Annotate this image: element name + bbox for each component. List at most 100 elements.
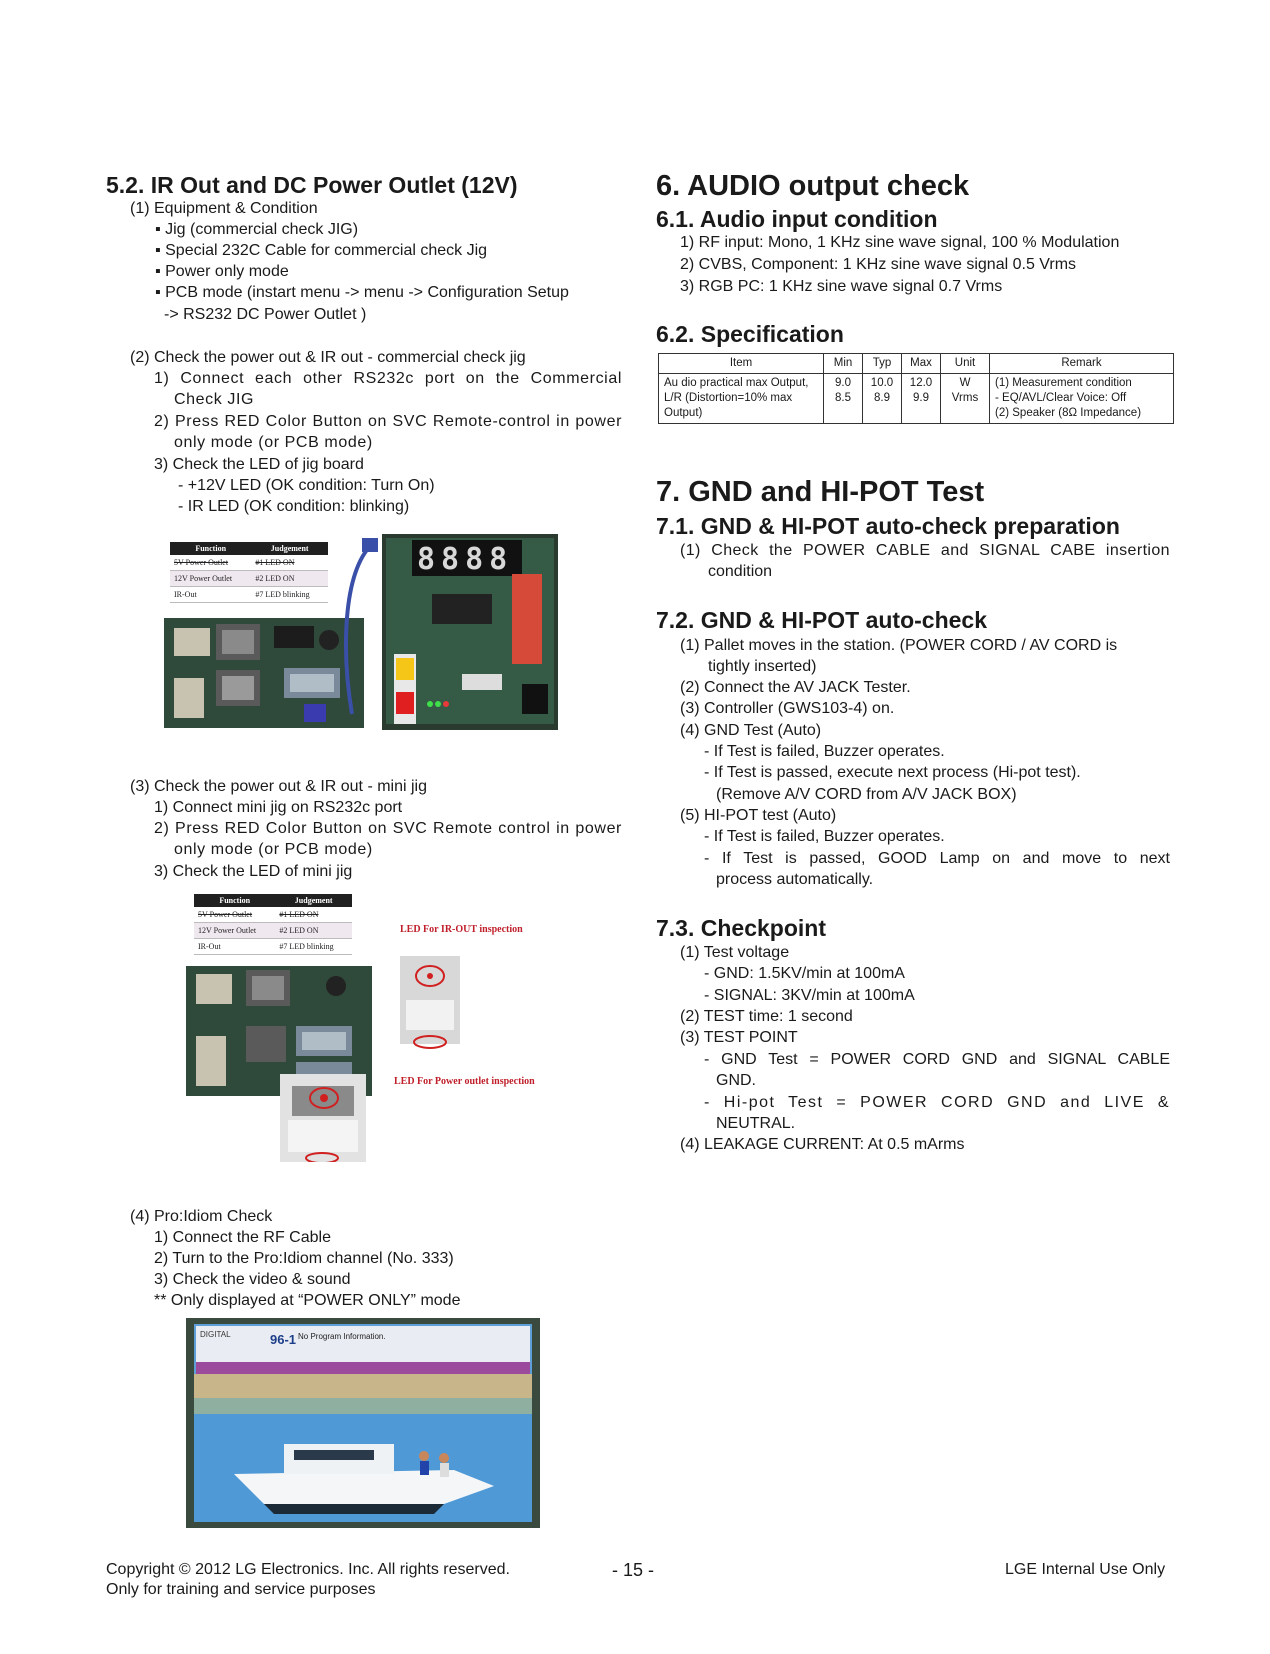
jig-table-cell: 12V Power Outlet [194, 922, 276, 939]
spec-header-unit: Unit [940, 353, 990, 374]
checkpoint-1b: - SIGNAL: 3KV/min at 100mA [704, 987, 915, 1004]
jig-table-header: Judgement [251, 542, 328, 555]
tv-digital-badge: DIGITAL [200, 1330, 231, 1339]
jig-table-cell: #7 LED blinking [251, 586, 328, 603]
section-7-3-title: 7.3. Checkpoint [656, 915, 826, 941]
mini-jig-side-photo [280, 1074, 366, 1162]
jig-table-cell: #1 LED ON [251, 555, 328, 571]
checkpoint-1a: - GND: 1.5KV/min at 100mA [704, 965, 905, 982]
checkpoint-3: (3) TEST POINT [680, 1029, 798, 1046]
spec-value: Vrms [951, 392, 979, 404]
mini-jig-board-photo [186, 966, 372, 1096]
section-7-2-title: 7.2. GND & HI-POT auto-check [656, 607, 988, 633]
mini-jig-photo: Function Judgement 5V Power Outlet #1 LE… [186, 890, 546, 1162]
section-7-1-title: 7.1. GND & HI-POT auto-check preparation [656, 513, 1120, 539]
equipment-item: -> RS232 DC Power Outlet ) [164, 306, 367, 323]
spec-cell-unit: W Vrms [940, 373, 990, 424]
check-3-step-1: 1) Connect mini jig on RS232c port [154, 799, 403, 816]
spec-header-max: Max [901, 353, 941, 374]
jig-table-header: Function [170, 542, 252, 555]
spec-cell-item: Au dio practical max Output, L/R (Distor… [658, 373, 824, 424]
auto-check-step-1: (1) Pallet moves in the station. (POWER … [680, 637, 1118, 654]
check-4-step-2: 2) Turn to the Pro:Idiom channel (No. 33… [154, 1250, 454, 1267]
equipment-item: ▪ PCB mode (instart menu -> menu -> Conf… [155, 284, 569, 301]
check-2-step-3b: - IR LED (OK condition: blinking) [178, 498, 410, 515]
commercial-jig-photo: Function Judgement 5V Power Outlet #1 LE… [162, 534, 560, 730]
tv-channel-number: 96-1 [270, 1332, 297, 1347]
spec-item-line: L/R (Distortion=10% max [664, 392, 793, 404]
spec-value: 9.0 [835, 377, 851, 389]
check-4-step-3: 3) Check the video & sound [154, 1271, 351, 1288]
spec-header-item: Item [658, 353, 824, 374]
tv-program-info: No Program Information. [298, 1332, 386, 1341]
check-4-note: ** Only displayed at “POWER ONLY” mode [154, 1292, 461, 1309]
jig-board-photo [382, 534, 558, 730]
spec-cell-remark: (1) Measurement condition - EQ/AVL/Clear… [989, 373, 1174, 424]
section-6-title: 6. AUDIO output check [656, 170, 970, 202]
section-6-1-title: 6.1. Audio input condition [656, 206, 938, 232]
led-power-outlet-label: LED For Power outlet inspection [394, 1076, 535, 1087]
check-2-step-3: 3) Check the LED of jig board [154, 456, 364, 473]
jig-table-cell: IR-Out [170, 586, 252, 603]
jig-7segment-display: 8888 [417, 542, 514, 577]
auto-check-step-4b: - If Test is passed, execute next proces… [704, 764, 1081, 781]
pro-idiom-tv-photo: DIGITAL 96-1 No Program Information. [186, 1318, 540, 1528]
footer-copyright: Copyright © 2012 LG Electronics. Inc. Al… [106, 1561, 510, 1578]
check-4-step-1: 1) Connect the RF Cable [154, 1229, 331, 1246]
checkpoint-4: (4) LEAKAGE CURRENT: At 0.5 mArms [680, 1136, 965, 1153]
auto-check-step-4: (4) GND Test (Auto) [680, 722, 822, 739]
check-3-step-3: 3) Check the LED of mini jig [154, 863, 353, 880]
led-ir-out-label: LED For IR-OUT inspection [400, 924, 523, 935]
check-2-heading: (2) Check the power out & IR out - comme… [130, 349, 526, 366]
jig-table-cell: #7 LED blinking [275, 938, 352, 955]
gnd-prep-step-1-cont: condition [708, 563, 773, 580]
page-number: - 15 - [612, 1560, 655, 1580]
checkpoint-3b: - Hi-pot Test = POWER CORD GND and LIVE … [704, 1094, 1170, 1111]
check-2-step-3a: - +12V LED (OK condition: Turn On) [178, 477, 435, 494]
boat-scene-image [194, 1374, 532, 1522]
jig-table-cell: #1 LED ON [275, 907, 352, 923]
spec-value: 9.9 [913, 392, 929, 404]
checkpoint-3a-cont: GND. [716, 1072, 756, 1089]
equipment-item: ▪ Power only mode [155, 263, 289, 280]
spec-value: 8.5 [835, 392, 851, 404]
check-4-heading: (4) Pro:Idiom Check [130, 1208, 273, 1225]
spec-value: W [959, 377, 971, 389]
auto-check-step-2: (2) Connect the AV JACK Tester. [680, 679, 911, 696]
equipment-item: ▪ Jig (commercial check JIG) [155, 221, 359, 238]
auto-check-step-5c: process automatically. [716, 871, 874, 888]
auto-check-step-4a: - If Test is failed, Buzzer operates. [704, 743, 945, 760]
mini-jig-judgement-table: Function Judgement 5V Power Outlet #1 LE… [194, 894, 352, 955]
section-6-2-title: 6.2. Specification [656, 321, 844, 347]
tv-info-bar [196, 1326, 530, 1362]
jig-table-header: Function [194, 894, 276, 907]
audio-spec-table: Item Min Typ Max Unit Remark Au dio prac… [658, 353, 1174, 424]
spec-header-min: Min [823, 353, 863, 374]
equipment-item: ▪ Special 232C Cable for commercial chec… [155, 242, 488, 259]
checkpoint-3b-cont: NEUTRAL. [716, 1115, 796, 1132]
check-2-step-1: 1) Connect each other RS232c port on the… [154, 370, 622, 408]
check-3-heading: (3) Check the power out & IR out - mini … [130, 778, 428, 795]
gnd-prep-step-1: (1) Check the POWER CABLE and SIGNAL CAB… [680, 542, 1170, 559]
spec-value: 12.0 [909, 377, 933, 389]
spec-remark-line: (1) Measurement condition [995, 377, 1132, 389]
mini-jig-top-photo [400, 956, 460, 1049]
checkpoint-2: (2) TEST time: 1 second [680, 1008, 853, 1025]
spec-header-typ: Typ [862, 353, 902, 374]
footer-internal: LGE Internal Use Only [1005, 1561, 1166, 1578]
mainboard-photo [164, 618, 364, 728]
tv-info-strip [196, 1362, 530, 1374]
section-7-title: 7. GND and HI-POT Test [656, 476, 985, 508]
spec-item-line: Au dio practical max Output, [664, 377, 809, 389]
auto-check-step-5b: - If Test is passed, GOOD Lamp on and mo… [704, 850, 1170, 867]
auto-check-step-3: (3) Controller (GWS103-4) on. [680, 700, 895, 717]
spec-header-remark: Remark [989, 353, 1174, 374]
audio-input-item: 2) CVBS, Component: 1 KHz sine wave sign… [680, 256, 1077, 273]
spec-value: 8.9 [874, 392, 890, 404]
section-5-2-title: 5.2. IR Out and DC Power Outlet (12V) [106, 172, 518, 198]
auto-check-step-1-cont: tightly inserted) [708, 658, 817, 675]
footer-training: Only for training and service purposes [106, 1581, 376, 1598]
auto-check-step-5: (5) HI-POT test (Auto) [680, 807, 837, 824]
jig-judgement-table: Function Judgement 5V Power Outlet #1 LE… [170, 542, 328, 603]
rs232-cable [344, 538, 378, 715]
